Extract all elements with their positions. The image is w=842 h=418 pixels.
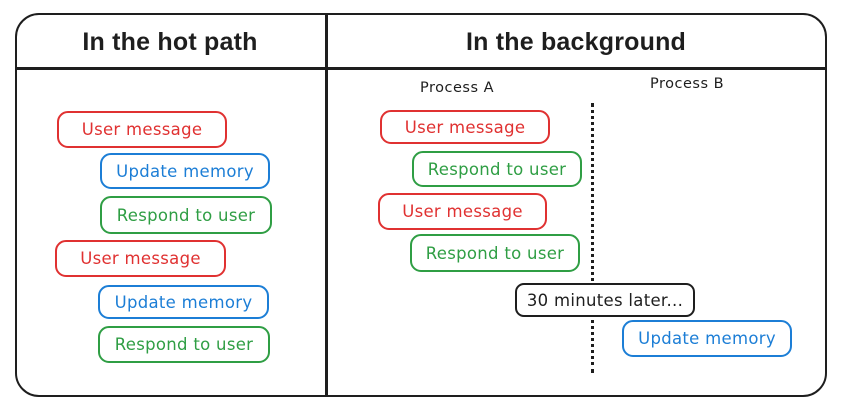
process-a-node-user-message-1: User message bbox=[380, 110, 550, 144]
hot-path-node-update-memory-1: Update memory bbox=[100, 153, 270, 189]
hot-path-panel-title: In the hot path bbox=[82, 28, 258, 56]
process-a-node-respond-to-user-1: Respond to user bbox=[412, 151, 582, 187]
hot-path-node-update-memory-2: Update memory bbox=[98, 285, 269, 319]
process-a-node-user-message-2: User message bbox=[378, 193, 547, 230]
hot-path-node-respond-to-user-2: Respond to user bbox=[98, 326, 270, 363]
process-a-node-respond-to-user-2: Respond to user bbox=[410, 234, 580, 272]
process-a-label: Process A bbox=[420, 80, 495, 96]
process-b-label: Process B bbox=[650, 76, 725, 92]
header-divider-line bbox=[16, 67, 826, 70]
time-gap-note: 30 minutes later... bbox=[515, 283, 695, 317]
background-panel-title: In the background bbox=[465, 28, 687, 56]
panel-divider-line bbox=[325, 14, 328, 396]
hot-path-node-user-message-2: User message bbox=[55, 240, 226, 277]
hot-path-node-respond-to-user-1: Respond to user bbox=[100, 196, 272, 234]
process-divider-dotted-line bbox=[591, 103, 594, 373]
process-b-node-update-memory: Update memory bbox=[622, 320, 792, 357]
hot-path-node-user-message-1: User message bbox=[57, 111, 227, 148]
